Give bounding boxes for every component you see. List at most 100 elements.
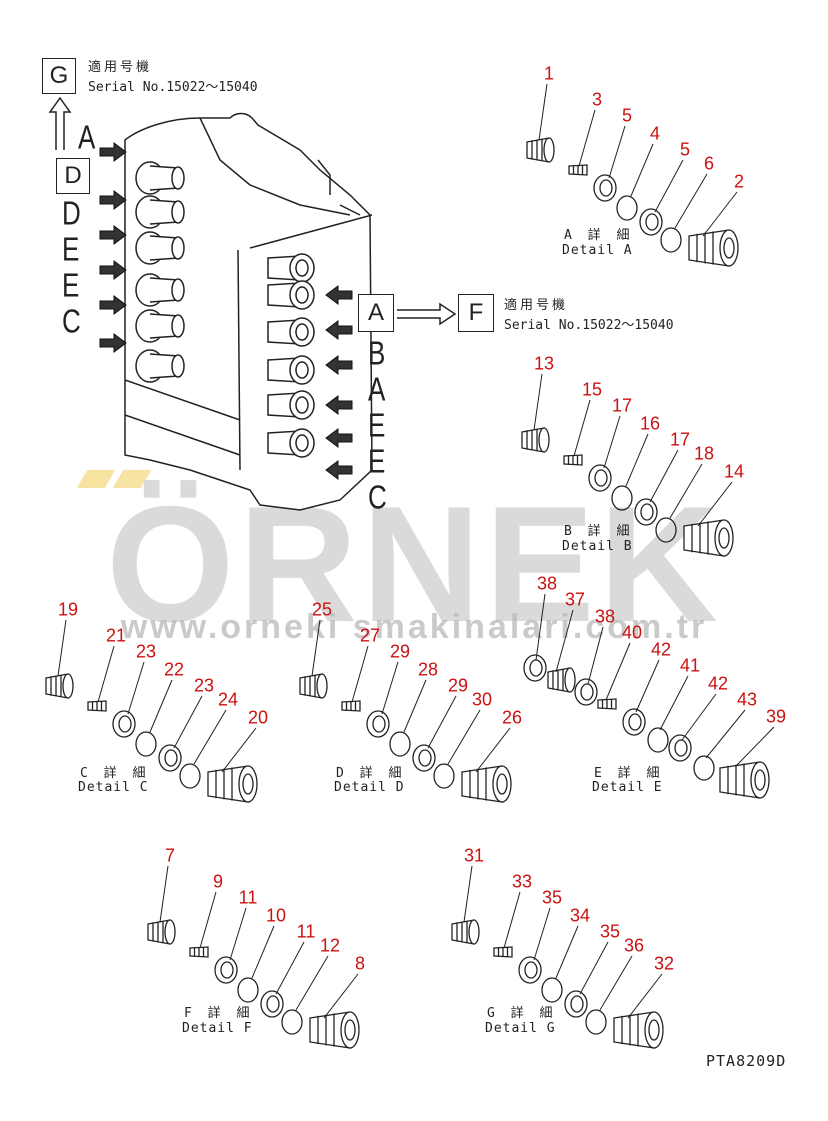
leader-line: [57, 619, 67, 677]
leader-line: [659, 675, 689, 731]
washer-inner: [266, 995, 280, 1013]
part-number: 5: [679, 139, 691, 160]
part-number: 16: [639, 413, 661, 434]
part-number: 23: [135, 641, 157, 662]
right-ports: [267, 253, 315, 458]
valve-cap: [683, 519, 734, 557]
part-number: 36: [623, 935, 645, 956]
leader-line: [475, 727, 511, 773]
part-number: 17: [669, 429, 691, 450]
right-port-cap: [295, 259, 309, 277]
leader-line: [351, 645, 369, 703]
g-serial-range: Serial No.15022～15040: [88, 80, 258, 95]
right-letter: A: [368, 369, 386, 409]
cap-face-inner: [754, 769, 766, 791]
leader-line: [705, 709, 746, 759]
o-ring: [611, 485, 633, 511]
washer: [523, 654, 547, 682]
plug-end: [316, 673, 328, 699]
washer: [588, 464, 612, 492]
part-number: 13: [533, 353, 555, 374]
f-applicable-jp: 適用号機: [504, 298, 569, 313]
spring: [341, 700, 361, 712]
part-number: 26: [501, 707, 523, 728]
leader-line: [403, 679, 427, 733]
o-ring: [655, 517, 677, 543]
part-number: 12: [319, 935, 341, 956]
part-number: 42: [650, 639, 672, 660]
leader-line: [199, 891, 217, 949]
right-port-cap: [295, 286, 309, 304]
detail-f-en: Detail F: [182, 1021, 253, 1036]
left-letter: C: [62, 301, 81, 341]
part-number: 24: [217, 689, 239, 710]
leader-line: [555, 609, 574, 673]
detail-a-en: Detail A: [562, 243, 633, 258]
washer: [112, 710, 136, 738]
part-number: 40: [621, 622, 643, 643]
spring: [493, 946, 513, 958]
washer-inner: [580, 683, 594, 701]
o-ring: [281, 1009, 303, 1035]
plug: [547, 667, 576, 693]
detail-e-jp: E 詳 細: [594, 766, 664, 781]
part-number: 42: [707, 673, 729, 694]
washer-inner: [118, 715, 132, 733]
view-g-box: G: [42, 58, 76, 94]
leader-line: [173, 695, 203, 749]
a-to-f-arrow: [397, 302, 457, 326]
cap-face-inner: [344, 1019, 356, 1041]
part-number: 32: [653, 953, 675, 974]
o-ring: [647, 727, 669, 753]
part-number: 18: [693, 443, 715, 464]
plug: [521, 427, 550, 453]
plug-end: [62, 673, 74, 699]
cap-face-inner: [648, 1019, 660, 1041]
washer-inner: [524, 961, 538, 979]
washer: [622, 708, 646, 736]
leader-line: [681, 693, 717, 741]
pointer-arrow: [99, 333, 127, 353]
o-ring: [660, 227, 682, 253]
pointer-arrow: [325, 460, 353, 480]
part-number: 31: [463, 845, 485, 866]
detail-c-en: Detail C: [78, 780, 149, 795]
washer: [412, 744, 436, 772]
washer-inner: [674, 739, 688, 757]
part-number: 22: [163, 659, 185, 680]
plug: [147, 919, 176, 945]
view-d-box: D: [56, 158, 90, 194]
washer: [593, 174, 617, 202]
part-number: 6: [703, 153, 715, 174]
leader-line: [97, 645, 115, 703]
detail-d-jp: D 詳 細: [336, 766, 406, 781]
o-ring: [693, 755, 715, 781]
left-port-cap: [171, 314, 185, 338]
leader-line: [587, 626, 604, 685]
left-port-cap: [171, 278, 185, 302]
right-letter: E: [368, 441, 386, 481]
spring: [568, 164, 588, 176]
view-a-box: A: [358, 294, 394, 332]
washer-inner: [645, 213, 659, 231]
part-number: 34: [569, 905, 591, 926]
leader-line: [599, 955, 633, 1011]
washer-inner: [220, 961, 234, 979]
washer: [634, 498, 658, 526]
part-number: 27: [359, 625, 381, 646]
left-letter: D: [62, 193, 81, 233]
part-number: 37: [564, 589, 586, 610]
part-number: 25: [311, 599, 333, 620]
part-number: 38: [594, 606, 616, 627]
o-ring: [541, 977, 563, 1003]
leader-line: [669, 463, 703, 519]
watermark-url: www.orneki smakinalari.com.tr: [120, 608, 708, 646]
pointer-arrow: [325, 320, 353, 340]
detail-g-jp: G 詳 細: [487, 1006, 557, 1021]
pointer-arrow: [325, 285, 353, 305]
leader-line: [221, 727, 257, 773]
pointer-arrow: [325, 355, 353, 375]
leader-line: [579, 941, 609, 995]
plug-end: [564, 667, 576, 693]
